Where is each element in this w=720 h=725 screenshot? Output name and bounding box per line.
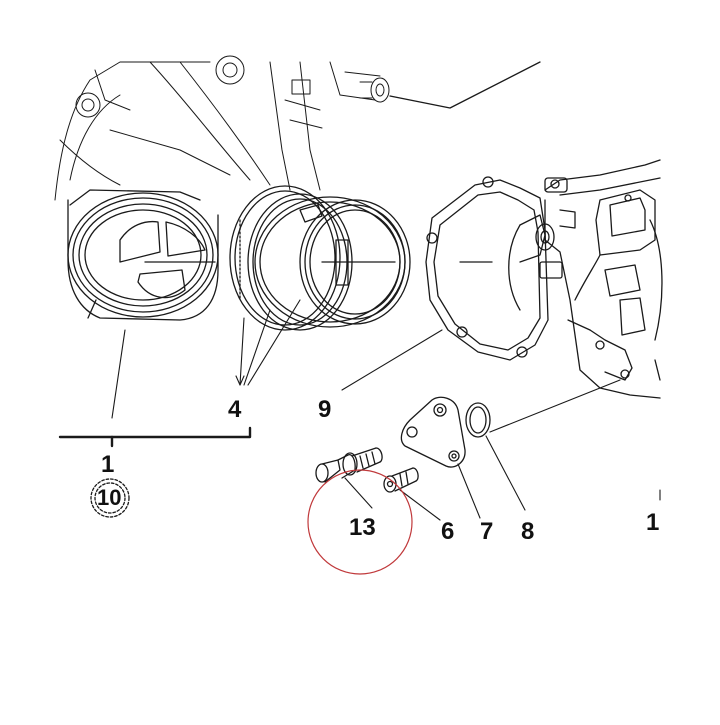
leader-lines xyxy=(111,299,661,521)
group-bracket xyxy=(58,426,252,448)
crankcase-outline xyxy=(54,55,390,201)
callout-13: 13 xyxy=(349,514,376,541)
callout-1: 1 xyxy=(101,451,115,478)
stud-fitting xyxy=(315,447,383,483)
callout-9: 9 xyxy=(318,396,332,423)
cylinder-base-gasket xyxy=(425,176,549,361)
reference-circle-dashed xyxy=(90,478,130,518)
highlight-circle xyxy=(307,469,413,575)
screw xyxy=(383,467,419,493)
callout-7: 7 xyxy=(480,518,494,545)
callout-10: 10 xyxy=(97,485,122,510)
callout-4: 4 xyxy=(228,396,242,423)
callout-6: 6 xyxy=(441,518,455,545)
cylinder-block xyxy=(519,159,663,399)
flange-plate xyxy=(400,396,466,468)
leader-line-top xyxy=(389,61,541,109)
callout-8: 8 xyxy=(521,518,535,545)
callout-1-right: 1 xyxy=(646,509,660,536)
o-ring xyxy=(465,402,491,438)
piston-rings xyxy=(229,185,411,331)
piston xyxy=(67,189,219,321)
